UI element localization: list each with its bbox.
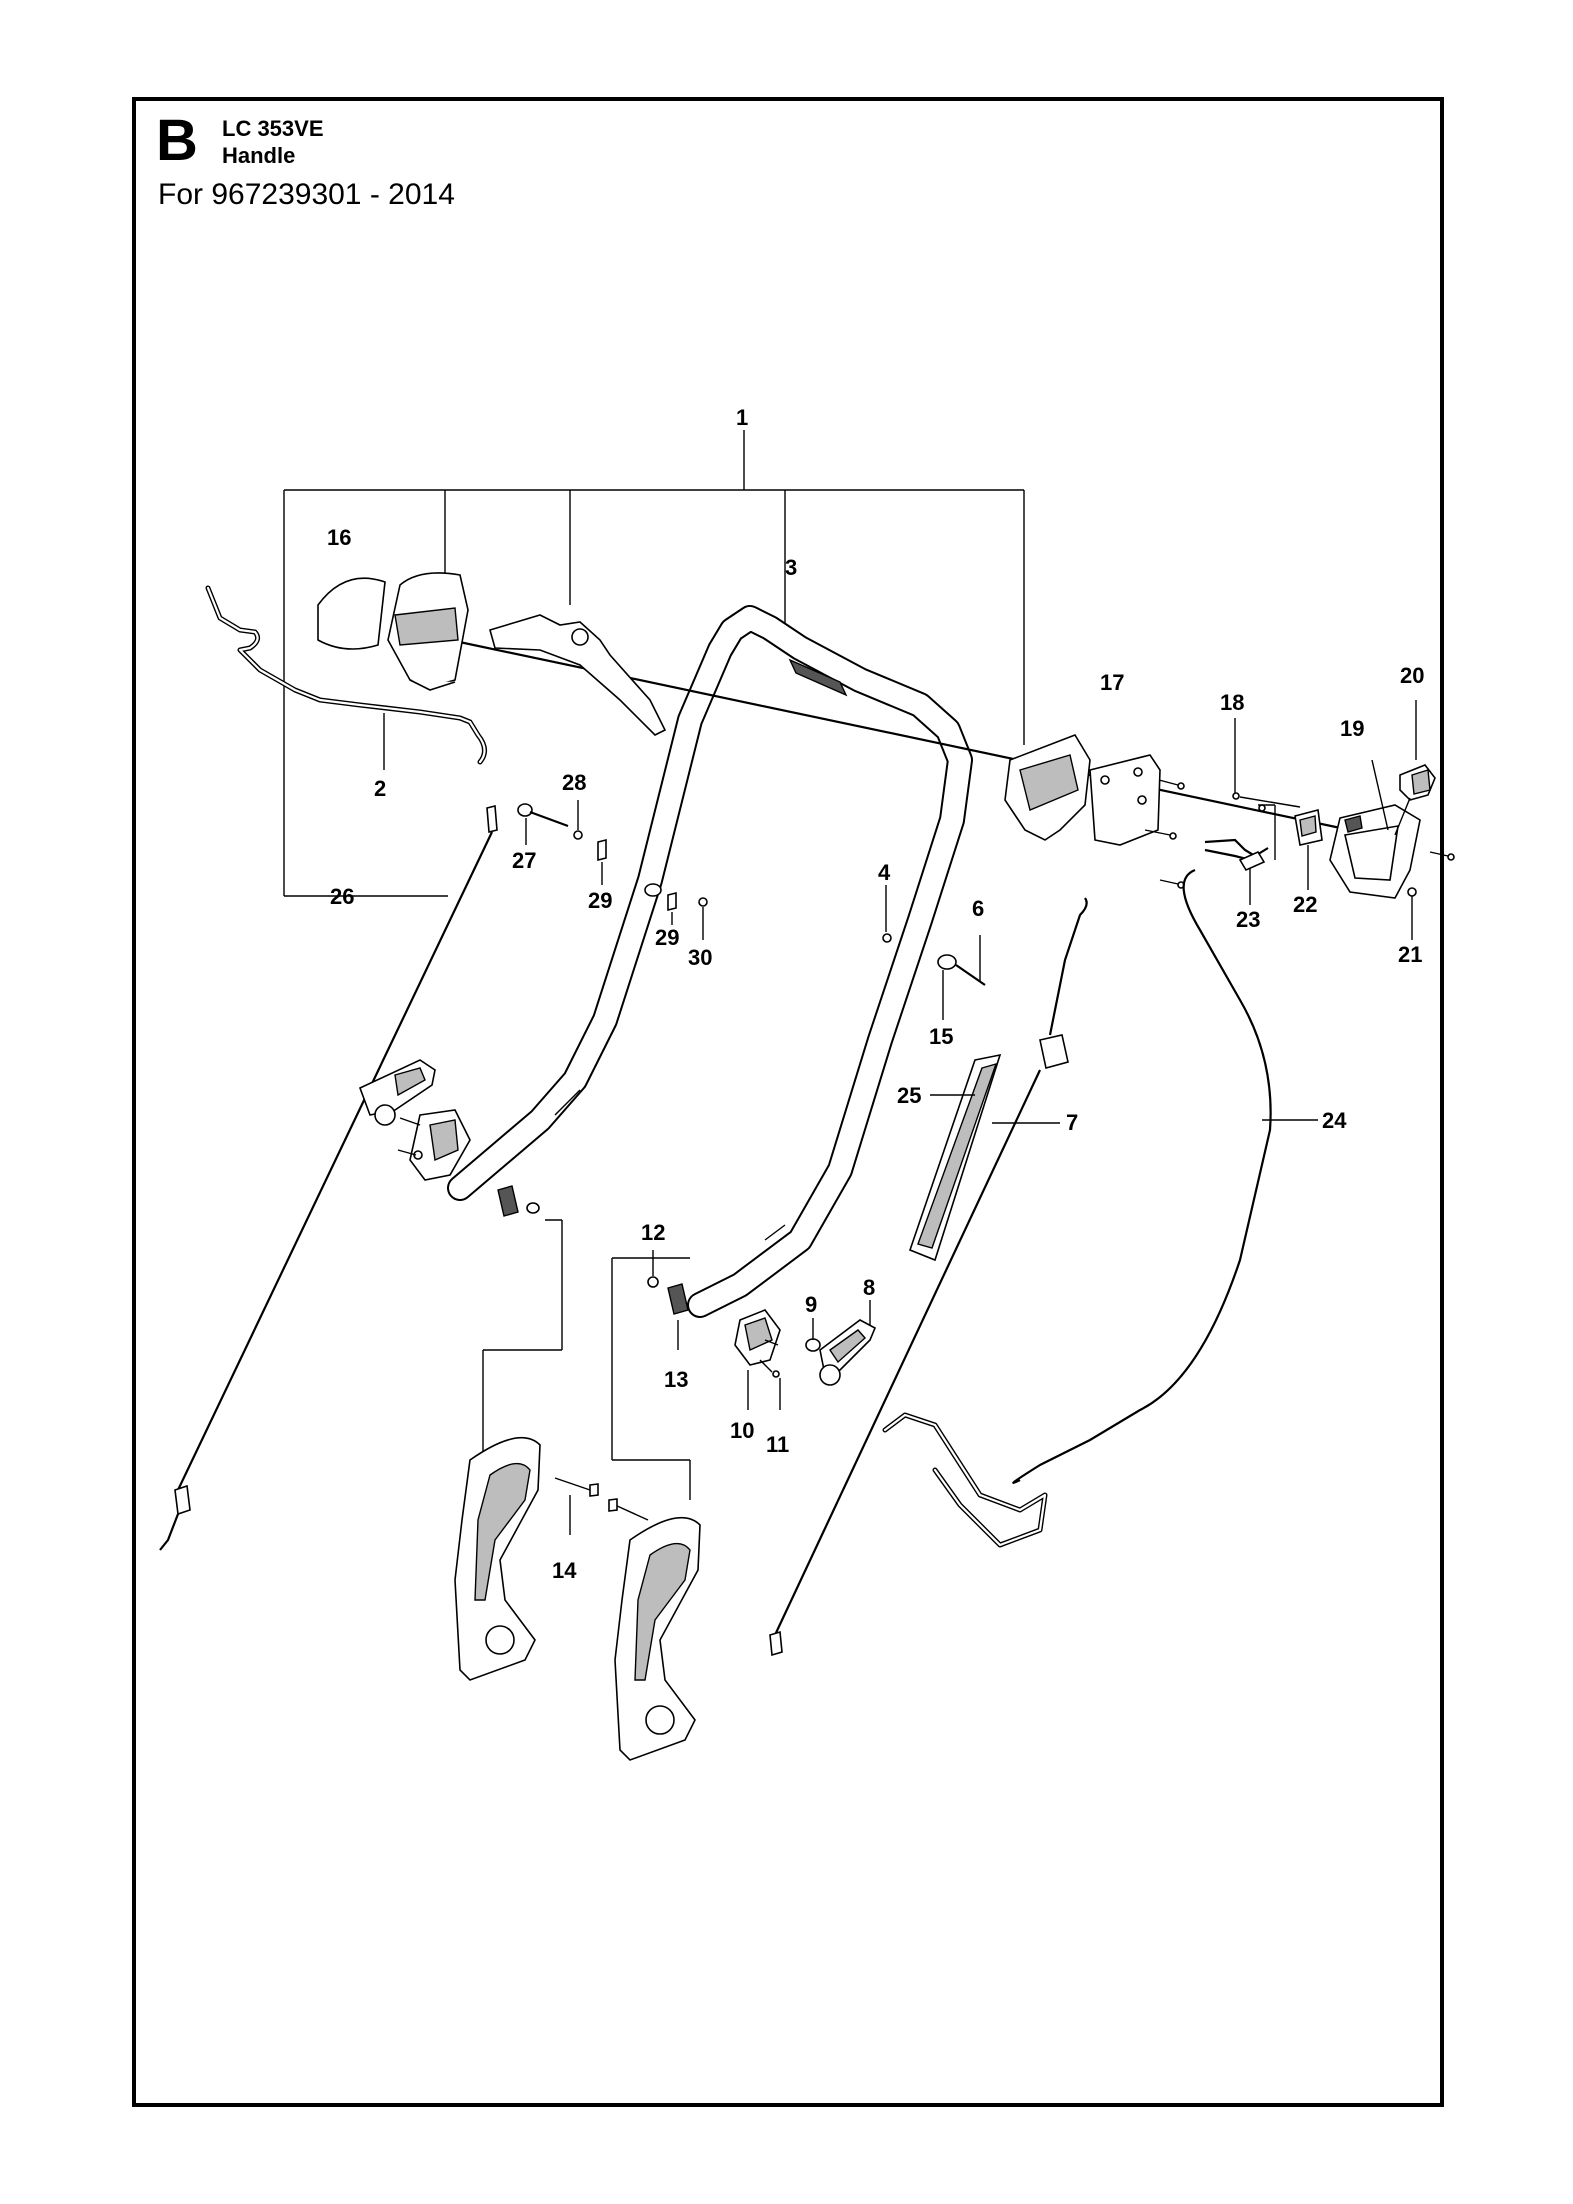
part-22-switch <box>1294 808 1323 890</box>
callout-3: 3 <box>785 555 797 580</box>
callout-6: 6 <box>972 896 984 921</box>
control-housing <box>387 572 469 691</box>
callout-25: 25 <box>897 1083 921 1108</box>
right-adjuster <box>611 1250 877 1500</box>
callout-13: 13 <box>664 1367 688 1392</box>
callout-7: 7 <box>1066 1110 1078 1135</box>
part-18-screws <box>1232 718 1301 812</box>
part-26-cable <box>159 804 498 1551</box>
part-20-knob <box>1394 700 1436 836</box>
callout-12: 12 <box>641 1220 665 1245</box>
part-23-connector <box>1204 804 1276 905</box>
callout-22: 22 <box>1293 892 1317 917</box>
left-adjuster <box>358 1059 563 1460</box>
callout-18: 18 <box>1220 690 1244 715</box>
parts-4-6-15 <box>882 885 986 1020</box>
callout-27: 27 <box>512 848 536 873</box>
part-7-cable <box>769 897 1088 1657</box>
part-21-screw <box>1407 851 1455 940</box>
callout-1: 1 <box>736 405 748 430</box>
callout-16: 16 <box>327 525 351 550</box>
part-24-cable <box>1012 868 1272 1484</box>
callout-4: 4 <box>878 860 891 885</box>
right-side-plate <box>608 1498 701 1761</box>
callout-9: 9 <box>805 1292 817 1317</box>
applies-to: For 967239301 - 2014 <box>158 178 455 211</box>
part-16-cover <box>317 577 386 650</box>
callout-21: 21 <box>1398 942 1422 967</box>
part-25-bracket <box>908 1053 1002 1262</box>
section-letter: B <box>156 108 198 173</box>
callout-labels: 1 2 3 4 6 7 8 9 10 11 12 13 14 15 16 17 … <box>327 405 1424 1583</box>
callout-17: 17 <box>1100 670 1124 695</box>
callout-11: 11 <box>766 1432 789 1457</box>
callout-10: 10 <box>730 1418 754 1443</box>
part-2-bail <box>205 585 487 765</box>
callout-30: 30 <box>688 945 712 970</box>
section-name: Handle <box>222 143 296 168</box>
callout-23: 23 <box>1236 907 1260 932</box>
callout-15: 15 <box>929 1024 953 1049</box>
lower-bail <box>882 1412 1048 1548</box>
callout-29-a: 29 <box>588 888 612 913</box>
callout-24: 24 <box>1322 1108 1347 1133</box>
console-17 <box>1004 734 1185 889</box>
parts-27-30 <box>517 800 708 940</box>
model-name: LC 353VE <box>222 116 324 141</box>
callout-8: 8 <box>863 1275 875 1300</box>
left-side-plate <box>454 1437 599 1681</box>
callout-14: 14 <box>552 1558 577 1583</box>
callout-2: 2 <box>374 776 386 801</box>
page-frame <box>132 97 1444 2107</box>
callout-20: 20 <box>1400 663 1424 688</box>
callout-1-bracket <box>283 430 1025 896</box>
callout-29-b: 29 <box>655 925 679 950</box>
drive-lever <box>489 614 667 736</box>
handle-tube <box>447 605 973 1318</box>
callout-26: 26 <box>330 884 354 909</box>
callout-28: 28 <box>562 770 586 795</box>
callout-19: 19 <box>1340 716 1364 741</box>
